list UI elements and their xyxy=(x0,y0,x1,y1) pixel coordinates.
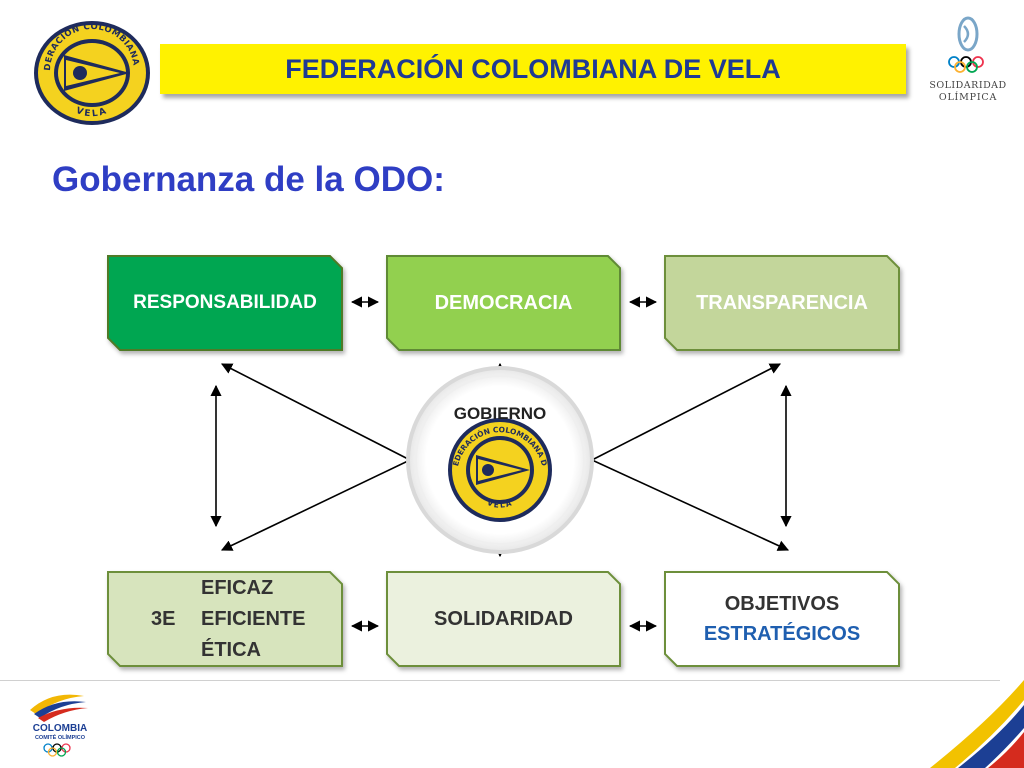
box-democracia-label: DEMOCRACIA xyxy=(434,292,573,314)
center-logo-bottom-text: VELA xyxy=(486,498,513,510)
footer-divider xyxy=(0,680,1000,681)
arrow-diag-lower-right xyxy=(591,459,790,551)
box-responsabilidad-label: RESPONSABILIDAD xyxy=(133,291,317,313)
arrow-diag-upper-right xyxy=(591,363,781,461)
logo-bottom-text: VELA xyxy=(75,106,108,119)
box-objetivos xyxy=(664,571,900,667)
box-democracia xyxy=(386,255,621,351)
olympic-line2: OLÍMPICA xyxy=(939,91,997,103)
box-3e-line-1: EFICAZ xyxy=(201,577,274,599)
fcv-logo: FEDERACIÓN COLOMBIANA DE VELA xyxy=(30,15,150,125)
slide-heading: Gobernanza de la ODO: xyxy=(52,160,445,199)
colombia-olympic-committee-logo: COLOMBIA COMITÉ OLÍMPICO xyxy=(30,694,88,757)
colombia-label: COLOMBIA xyxy=(33,723,87,734)
box-transparencia xyxy=(664,255,900,351)
box-3e-line-2: EFICIENTE xyxy=(201,608,306,630)
title-banner xyxy=(160,44,906,94)
svg-text:VELA: VELA xyxy=(75,106,110,119)
box-solidaridad-label: SOLIDARIDAD xyxy=(434,608,573,630)
ring-yellow-icon xyxy=(954,61,966,73)
arrow-diag-upper-left xyxy=(221,363,411,461)
box-objetivos-content: OBJETIVOS ESTRATÉGICOS xyxy=(665,572,899,666)
box-3e-prefix: 3E xyxy=(151,608,176,630)
box-3e-content: EFICAZ 3E EFICIENTE ÉTICA xyxy=(108,572,342,666)
box-transparencia-label: TRANSPARENCIA xyxy=(696,292,868,314)
page-title: FEDERACIÓN COLOMBIANA DE VELA xyxy=(285,54,781,84)
box-3e-line-3: ÉTICA xyxy=(201,639,261,661)
comite-label: COMITÉ OLÍMPICO xyxy=(35,733,86,741)
olympic-line1: SOLIDARIDAD xyxy=(929,80,1006,91)
box-solidaridad xyxy=(386,571,621,667)
arrow-diag-lower-left xyxy=(220,459,411,551)
box-objetivos-line-2: ESTRATÉGICOS xyxy=(703,623,861,645)
olympic-solidarity-logo: SOLIDARIDAD OLÍMPICA xyxy=(929,16,1006,103)
ring-green-icon xyxy=(966,61,978,73)
center-label: GOBIERNO xyxy=(453,404,547,423)
box-objetivos-line-1: OBJETIVOS xyxy=(724,593,840,615)
box-responsabilidad xyxy=(107,255,343,351)
box-3e xyxy=(107,571,343,667)
svg-text:VELA: VELA xyxy=(486,498,514,510)
